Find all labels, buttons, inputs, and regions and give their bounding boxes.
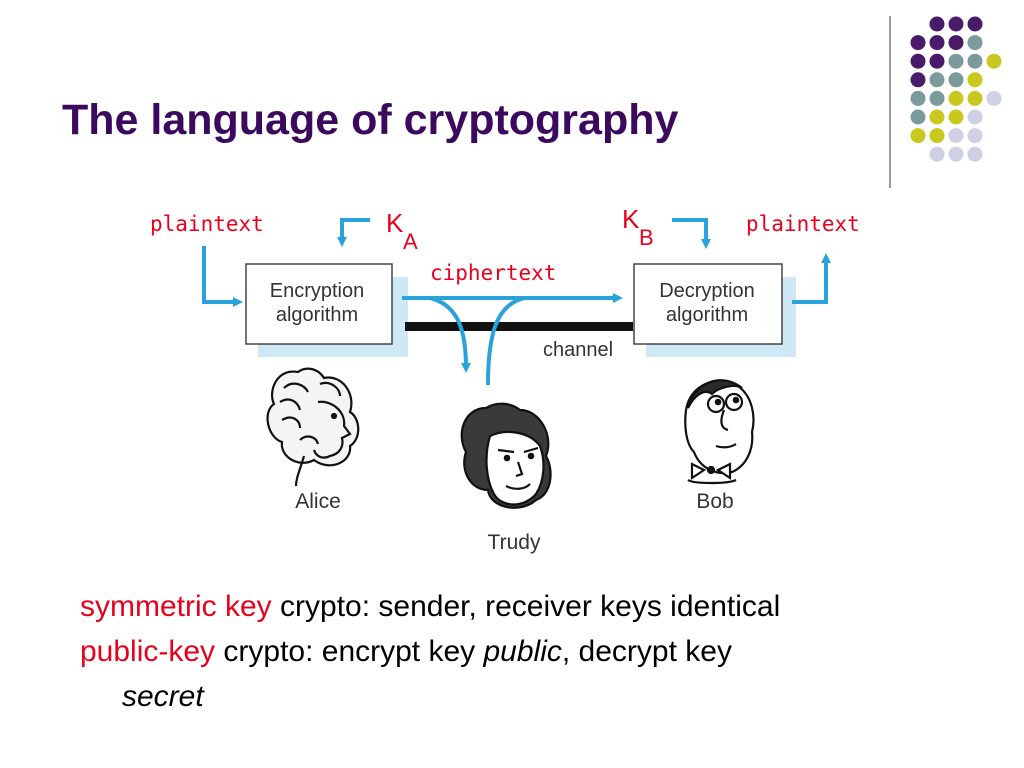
key-b-arrow <box>672 218 711 249</box>
decorative-dot <box>967 128 983 144</box>
key-a-arrow <box>337 218 370 247</box>
decorative-dot <box>986 53 1002 69</box>
ciphertext-label: ciphertext <box>430 261 556 285</box>
decorative-dot <box>910 53 926 69</box>
decorative-dot <box>948 35 964 51</box>
decorative-dot <box>967 53 983 69</box>
trudy-figure <box>460 402 552 509</box>
decorative-dot <box>929 146 945 162</box>
public-key-description-2: , decrypt key <box>561 635 732 668</box>
decorative-dot <box>948 53 964 69</box>
key-b-subscript: B <box>639 225 654 250</box>
plaintext-in-arrow <box>202 246 243 307</box>
decorative-dot <box>929 109 945 125</box>
decorative-dot <box>948 109 964 125</box>
decorative-dot <box>948 146 964 162</box>
decorative-dot <box>967 146 983 162</box>
decorative-dot <box>929 35 945 51</box>
decryption-box <box>633 263 783 345</box>
decorative-dot <box>948 16 964 32</box>
decorative-dot <box>929 128 945 144</box>
trudy-intercept-left <box>429 296 471 373</box>
decorative-dot <box>910 109 926 125</box>
decorative-dot <box>948 90 964 106</box>
decorative-dot-grid <box>910 16 1002 162</box>
plaintext-out-arrow <box>792 253 831 304</box>
decorative-dot <box>929 90 945 106</box>
decorative-dot <box>910 90 926 106</box>
public-key-public-word: public <box>483 635 562 668</box>
public-key-term: public-key <box>80 635 216 668</box>
decorative-dot <box>948 72 964 88</box>
decorative-dot <box>929 53 945 69</box>
decryption-label-line1: Decryption <box>659 280 755 302</box>
bullet-list: symmetric key crypto: sender, receiver k… <box>80 584 980 719</box>
encryption-label-line1: Encryption <box>270 280 365 302</box>
decorative-dot <box>967 72 983 88</box>
plaintext-left-label: plaintext <box>150 212 264 236</box>
decorative-dot <box>929 16 945 32</box>
channel-label: channel <box>543 339 613 361</box>
key-a-letter: K <box>386 208 404 238</box>
decorative-dot <box>910 128 926 144</box>
decorative-dot <box>986 90 1002 106</box>
symmetric-key-term: symmetric key <box>80 590 272 623</box>
channel-line <box>405 322 633 331</box>
bullet-public-key: public-key crypto: encrypt key public, d… <box>80 629 980 674</box>
decorative-divider <box>889 16 891 188</box>
encryption-label-line2: algorithm <box>276 304 358 326</box>
decorative-dot <box>967 35 983 51</box>
key-a-subscript: A <box>403 229 418 254</box>
decorative-dot <box>967 109 983 125</box>
alice-label: Alice <box>295 490 341 513</box>
decorative-dot <box>967 90 983 106</box>
public-key-description: crypto: encrypt key <box>215 635 484 668</box>
decryption-label-line2: algorithm <box>666 304 748 326</box>
decorative-dot <box>910 35 926 51</box>
trudy-label: Trudy <box>488 531 541 554</box>
encryption-box <box>245 263 393 345</box>
public-key-secret-word: secret <box>122 680 204 713</box>
plaintext-right-label: plaintext <box>746 212 860 236</box>
symmetric-key-description: crypto: sender, receiver keys identical <box>271 590 781 623</box>
decorative-dot <box>967 16 983 32</box>
trudy-intercept-right <box>486 296 525 386</box>
key-b-letter: K <box>622 204 640 234</box>
decorative-dot <box>910 72 926 88</box>
slide-title: The language of cryptography <box>62 96 679 144</box>
decorative-dot <box>929 72 945 88</box>
bob-label: Bob <box>696 490 733 513</box>
bullet-public-key-continuation: secret <box>80 674 980 719</box>
bob-figure <box>684 379 755 485</box>
decorative-dot <box>948 128 964 144</box>
alice-figure <box>266 367 360 487</box>
bullet-symmetric-key: symmetric key crypto: sender, receiver k… <box>80 584 980 629</box>
